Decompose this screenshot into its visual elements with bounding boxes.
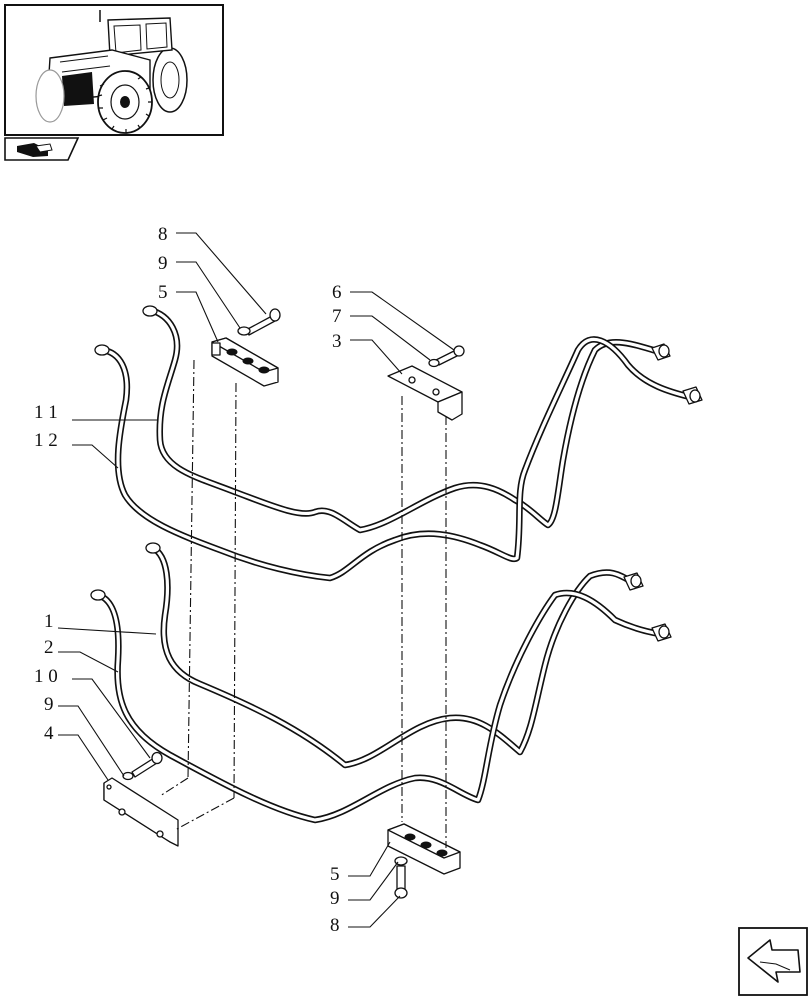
bolt-10 (122, 751, 163, 781)
assembly-lines (159, 359, 447, 848)
callout-2: 2 (44, 637, 54, 658)
section-folder-icon[interactable] (4, 137, 80, 161)
callout-9-left: 9 (44, 694, 54, 715)
bracket-4 (103, 777, 179, 847)
fitting-upper-2 (682, 386, 703, 405)
pipe-2 (94, 589, 664, 824)
bracket-3 (387, 365, 463, 421)
callout-5-bottom: 5 (330, 864, 340, 885)
callout-9-bottom: 9 (330, 888, 340, 909)
next-page-arrow-icon[interactable] (738, 927, 808, 996)
callout-8-bottom: 8 (330, 915, 340, 936)
leader-lines (57, 232, 455, 928)
fitting-lower-2 (651, 623, 672, 642)
bolt-top (237, 308, 281, 336)
callout-7: 7 (332, 306, 342, 327)
fitting-lower-1 (623, 572, 644, 591)
clamp-top (211, 337, 279, 387)
upper-pipe-assembly (94, 305, 703, 582)
callout-4: 4 (44, 723, 54, 744)
callout-9-top: 9 (158, 253, 168, 274)
tractor-thumbnail-icon (4, 4, 224, 136)
callout-1: 1 (44, 611, 54, 632)
bolt-6 (428, 345, 465, 368)
washer-bottom (394, 856, 408, 866)
callout-3: 3 (332, 331, 342, 352)
callout-5-top: 5 (158, 282, 168, 303)
callout-6: 6 (332, 282, 342, 303)
lower-pipe-assembly (90, 542, 672, 824)
callout-10: 1 0 (34, 666, 58, 687)
bolt-bottom (394, 865, 408, 899)
pipe-1 (149, 544, 636, 769)
callout-12: 1 2 (34, 430, 58, 451)
fitting-upper-1 (651, 343, 671, 361)
callout-11: 1 1 (34, 402, 58, 423)
callouts: 8 9 5 6 7 3 1 1 1 2 1 2 1 0 9 4 5 9 8 (34, 224, 342, 936)
callout-8-top: 8 (158, 224, 168, 245)
